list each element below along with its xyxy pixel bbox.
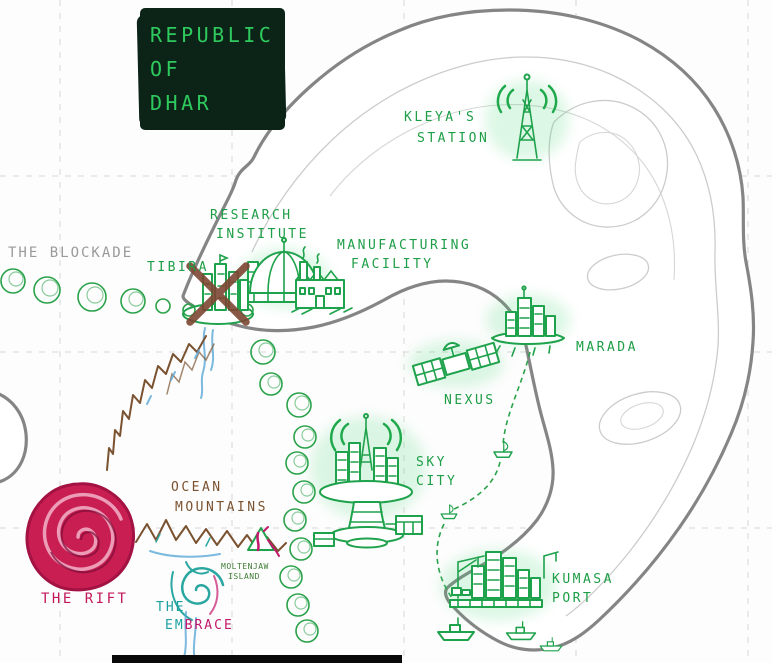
ocean-mountains-label-line2: MOUNTAINS [175,500,268,515]
manufacturing-label-line2: FACILITY [351,257,434,272]
kleya-station: KLEYA'S STATION [404,73,569,161]
floating-city-icon [313,413,423,549]
crane-icon [457,555,485,599]
radio-tower-icon [496,73,558,161]
nexus-satellite: NEXUS [408,340,504,408]
manufacturing-label-line1: MANUFACTURING [337,238,471,253]
hill-contour-kleya-inner [574,131,640,205]
ocean-mountains: OCEAN MOUNTAINS [106,327,287,558]
hill-contour [586,253,650,291]
crane-icon [543,551,559,579]
volcano-icon [247,527,275,551]
title-line1: REPUBLIC [150,23,274,47]
route-line [436,523,453,599]
moltenjaw-label-line1: MOLTENJAW [221,562,269,571]
sailboat-icon [493,440,513,458]
blockade-tree-icon [0,268,319,643]
title-line2: OF [150,57,181,81]
hill-contour-kleya [548,99,669,228]
embrace-label-line1: THE [156,600,185,615]
nexus-label: NEXUS [444,393,496,408]
west-islet-coastline [0,392,28,484]
mountain-range-icon [106,335,207,471]
ship-icon [539,637,563,652]
satellite-icon [411,341,501,387]
kumasa-port: KUMASA PORT [437,549,614,652]
island-city-icon [491,285,565,357]
sailboat-icon [440,504,458,520]
kleya-label-line2: STATION [417,131,489,146]
route-line [502,351,531,446]
rift-label: THE RIFT [41,591,128,607]
sky-city: SKY CITY [310,413,457,549]
kumasa-label-line2: PORT [552,591,593,606]
embrace-label-line2: EMBRACE [165,618,234,633]
crossed-out-mark-icon [186,262,250,326]
blockade-barrier: THE BLOCKADE [0,245,319,643]
title-card: REPUBLIC OF DHAR [136,8,287,130]
moltenjaw-island: MOLTENJAW ISLAND [221,526,280,581]
lava-icon [256,531,260,552]
port-city-icon [449,551,559,608]
research-label-line1: RESEARCH [210,208,293,223]
hill-contour [598,391,682,445]
kleya-label-line1: KLEYA'S [404,110,476,125]
ocean-mountains-label-line1: OCEAN [171,480,223,495]
kleya-glow [485,80,569,160]
tibira-label: TIBIRA [147,260,209,275]
sky-city-label-line2: CITY [416,474,457,489]
moltenjaw-label-line2: ISLAND [228,572,260,581]
blockade-label: THE BLOCKADE [8,245,133,261]
route-line [451,461,501,511]
bottom-edge-bar [112,655,402,663]
the-rift: THE RIFT [25,482,135,607]
kumasa-label-line1: KUMASA [552,572,614,587]
mainland [181,8,756,652]
sky-city-label-line1: SKY [416,455,447,470]
tibira-city: TIBIRA [147,253,254,326]
contour-line [251,56,720,617]
whirlpool-icon [181,567,225,605]
title-line3: DHAR [150,91,212,115]
hill-contour-inner [620,402,664,430]
ship-icon [505,621,537,641]
sea-routes [436,351,531,599]
manufacturing-facility: MANUFACTURING FACILITY [291,238,471,315]
marada-label: MARADA [576,340,638,355]
signal-waves-icon [496,84,507,114]
factory-icon [291,246,353,315]
research-label-line2: INSTITUTE [216,227,309,242]
marada-city: MARADA [486,285,638,357]
signal-waves-icon [330,418,342,452]
water-stream-icon [183,611,187,659]
ship-icon [437,617,475,641]
mainland-coastline [181,8,756,652]
